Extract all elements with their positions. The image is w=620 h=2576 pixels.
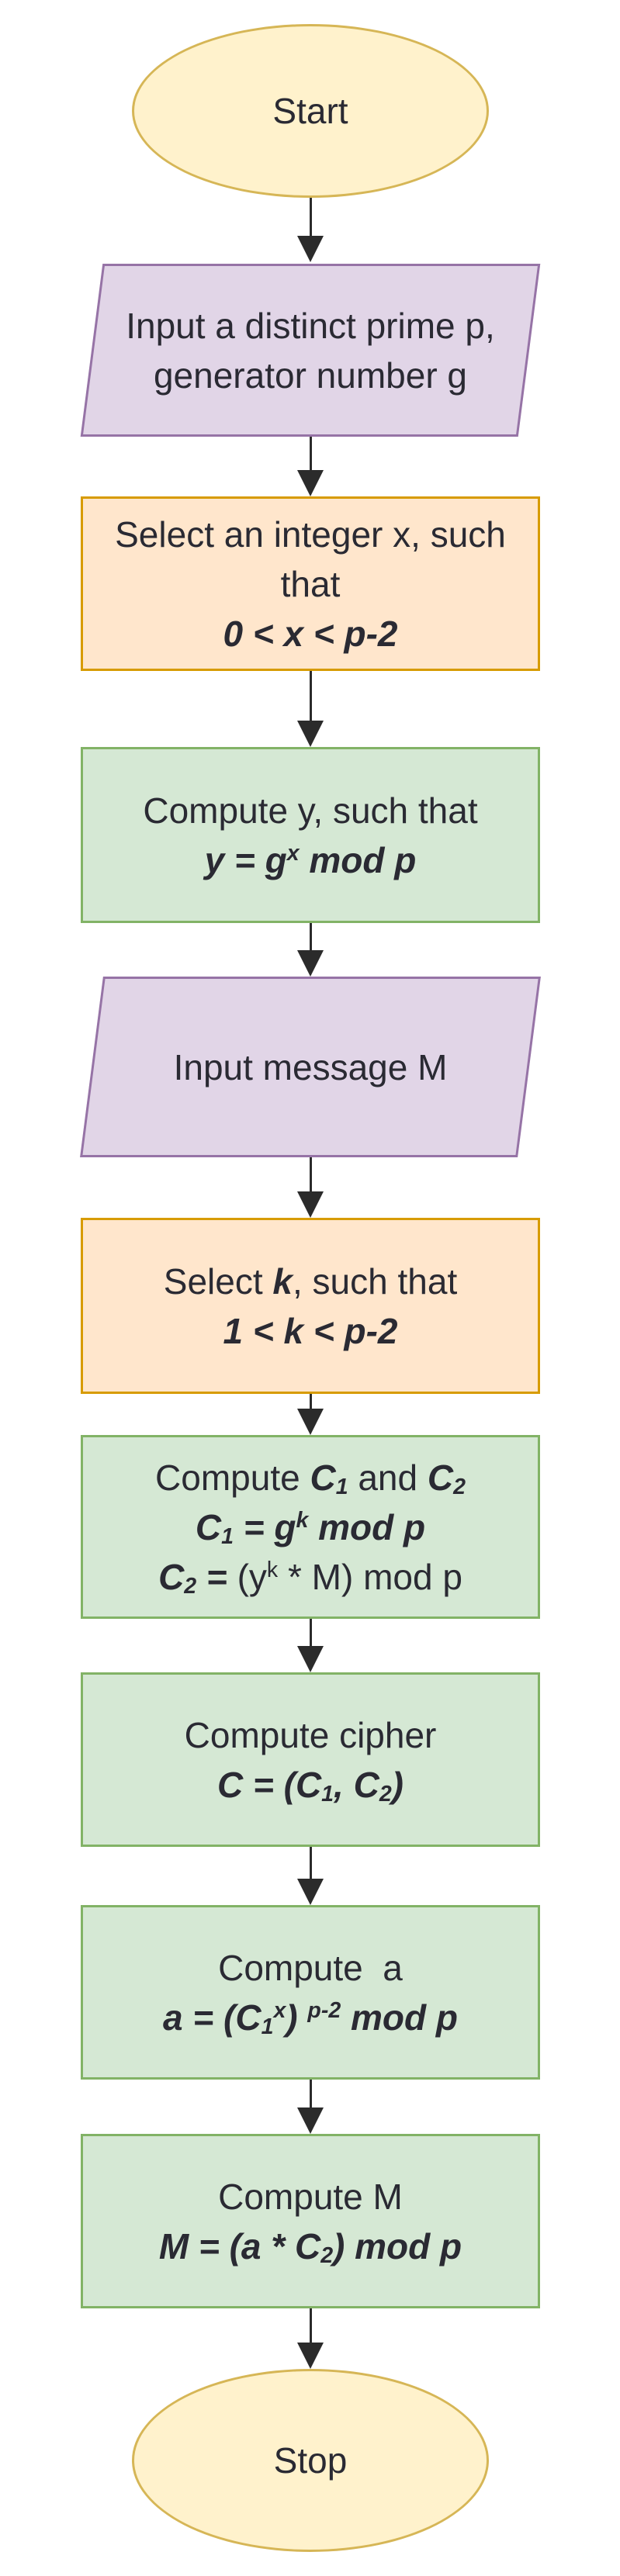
arrow-shaft bbox=[309, 2080, 312, 2112]
node-label: Select k, such that 1 < k < p-2 bbox=[164, 1257, 457, 1356]
node-text-line: Select an integer x, such bbox=[115, 513, 506, 555]
terminator-shape bbox=[132, 24, 489, 198]
arrow-head-icon bbox=[297, 2107, 324, 2134]
flowchart-node-input-message: Input message M bbox=[80, 977, 541, 1157]
arrow-head-icon bbox=[297, 1879, 324, 1905]
node-text-line: Compute y, such that bbox=[143, 790, 478, 831]
node-label: Input message M bbox=[174, 1043, 448, 1092]
process-rect-shape bbox=[81, 1435, 540, 1619]
node-label: Input a distinct prime p, generator numb… bbox=[126, 301, 495, 400]
flowchart-node-compute-a: Compute a a = (C1x) p-2 mod p bbox=[81, 1905, 540, 2080]
node-text-line: Start bbox=[272, 91, 348, 131]
node-text-line: Compute cipher bbox=[184, 1714, 437, 1755]
arrow-shaft bbox=[309, 1619, 312, 1651]
node-label: Start bbox=[272, 86, 348, 136]
node-text-line: C = (C1, C2) bbox=[216, 1764, 404, 1807]
arrow-shaft bbox=[309, 437, 312, 475]
node-text-line: Input message M bbox=[173, 1046, 448, 1087]
arrow-shaft bbox=[309, 671, 312, 725]
process-rect-shape bbox=[81, 1672, 540, 1847]
flowchart-node-compute-y: Compute y, such that y = gx mod p bbox=[81, 747, 540, 923]
process-rect-shape bbox=[81, 747, 540, 923]
arrow-head-icon bbox=[297, 721, 324, 747]
node-label: Compute M M = (a * C2) mod p bbox=[159, 2172, 462, 2271]
node-label: Stop bbox=[274, 2436, 348, 2485]
arrow-head-icon bbox=[297, 1409, 324, 1435]
arrow-shaft bbox=[309, 1847, 312, 1883]
node-text-line: y = gx mod p bbox=[204, 839, 417, 880]
process-rect-shape bbox=[81, 1905, 540, 2080]
node-text-line: Stop bbox=[273, 2440, 348, 2481]
node-text-line: C2 = (yk * M) mod p bbox=[158, 1556, 462, 1599]
node-text-line: 1 < k < p-2 bbox=[223, 1310, 398, 1351]
arrow-shaft bbox=[309, 1157, 312, 1196]
flowchart-node-start: Start bbox=[132, 24, 489, 198]
flowchart-node-select-x: Select an integer x, such that 0 < x < p… bbox=[81, 496, 540, 671]
node-label: Compute C1 and C2 C1 = gk mod p C2 = (yk… bbox=[155, 1453, 466, 1602]
arrow-shaft bbox=[309, 1394, 312, 1413]
arrow-head-icon bbox=[297, 236, 324, 262]
flowchart-node-compute-c1-c2: Compute C1 and C2 C1 = gk mod p C2 = (yk… bbox=[81, 1435, 540, 1619]
flowchart-node-compute-cipher: Compute cipher C = (C1, C2) bbox=[81, 1672, 540, 1847]
arrow-shaft bbox=[309, 923, 312, 955]
arrow-shaft bbox=[309, 198, 312, 240]
node-label: Select an integer x, such that 0 < x < p… bbox=[115, 510, 506, 659]
node-text-line: C1 = gk mod p bbox=[195, 1506, 426, 1549]
node-text-line: Input a distinct prime p, bbox=[126, 305, 495, 346]
node-text-line: that bbox=[280, 563, 341, 604]
node-text-line: a = (C1x) p-2 mod p bbox=[163, 1997, 458, 2039]
arrow-head-icon bbox=[297, 2343, 324, 2369]
arrow-head-icon bbox=[297, 470, 324, 496]
terminator-shape bbox=[132, 2369, 489, 2552]
flowchart-node-select-k: Select k, such that 1 < k < p-2 bbox=[81, 1218, 540, 1394]
process-rect-shape bbox=[81, 2134, 540, 2308]
node-label: Compute a a = (C1x) p-2 mod p bbox=[163, 1943, 458, 2042]
node-label: Compute y, such that y = gx mod p bbox=[143, 786, 477, 885]
node-text-line: Compute C1 and C2 bbox=[155, 1457, 466, 1499]
flowchart-node-compute-m: Compute M M = (a * C2) mod p bbox=[81, 2134, 540, 2308]
node-text-line: M = (a * C2) mod p bbox=[158, 2225, 462, 2268]
node-text-line: Compute a bbox=[218, 1947, 403, 1988]
node-text-line: generator number g bbox=[153, 354, 467, 396]
node-label: Compute cipher C = (C1, C2) bbox=[185, 1710, 437, 1810]
arrow-head-icon bbox=[297, 950, 324, 977]
arrow-shaft bbox=[309, 2308, 312, 2347]
node-text-line: Compute M bbox=[218, 2176, 403, 2217]
process-rect-shape bbox=[81, 1218, 540, 1394]
flowchart-node-stop: Stop bbox=[132, 2369, 489, 2552]
flowchart-node-input-prime-generator: Input a distinct prime p, generator numb… bbox=[80, 264, 541, 437]
process-rect-shape bbox=[81, 496, 540, 671]
node-text-line: 0 < x < p-2 bbox=[223, 613, 398, 654]
node-text-line: Select k, such that bbox=[163, 1260, 458, 1302]
arrow-head-icon bbox=[297, 1646, 324, 1672]
arrow-head-icon bbox=[297, 1191, 324, 1218]
